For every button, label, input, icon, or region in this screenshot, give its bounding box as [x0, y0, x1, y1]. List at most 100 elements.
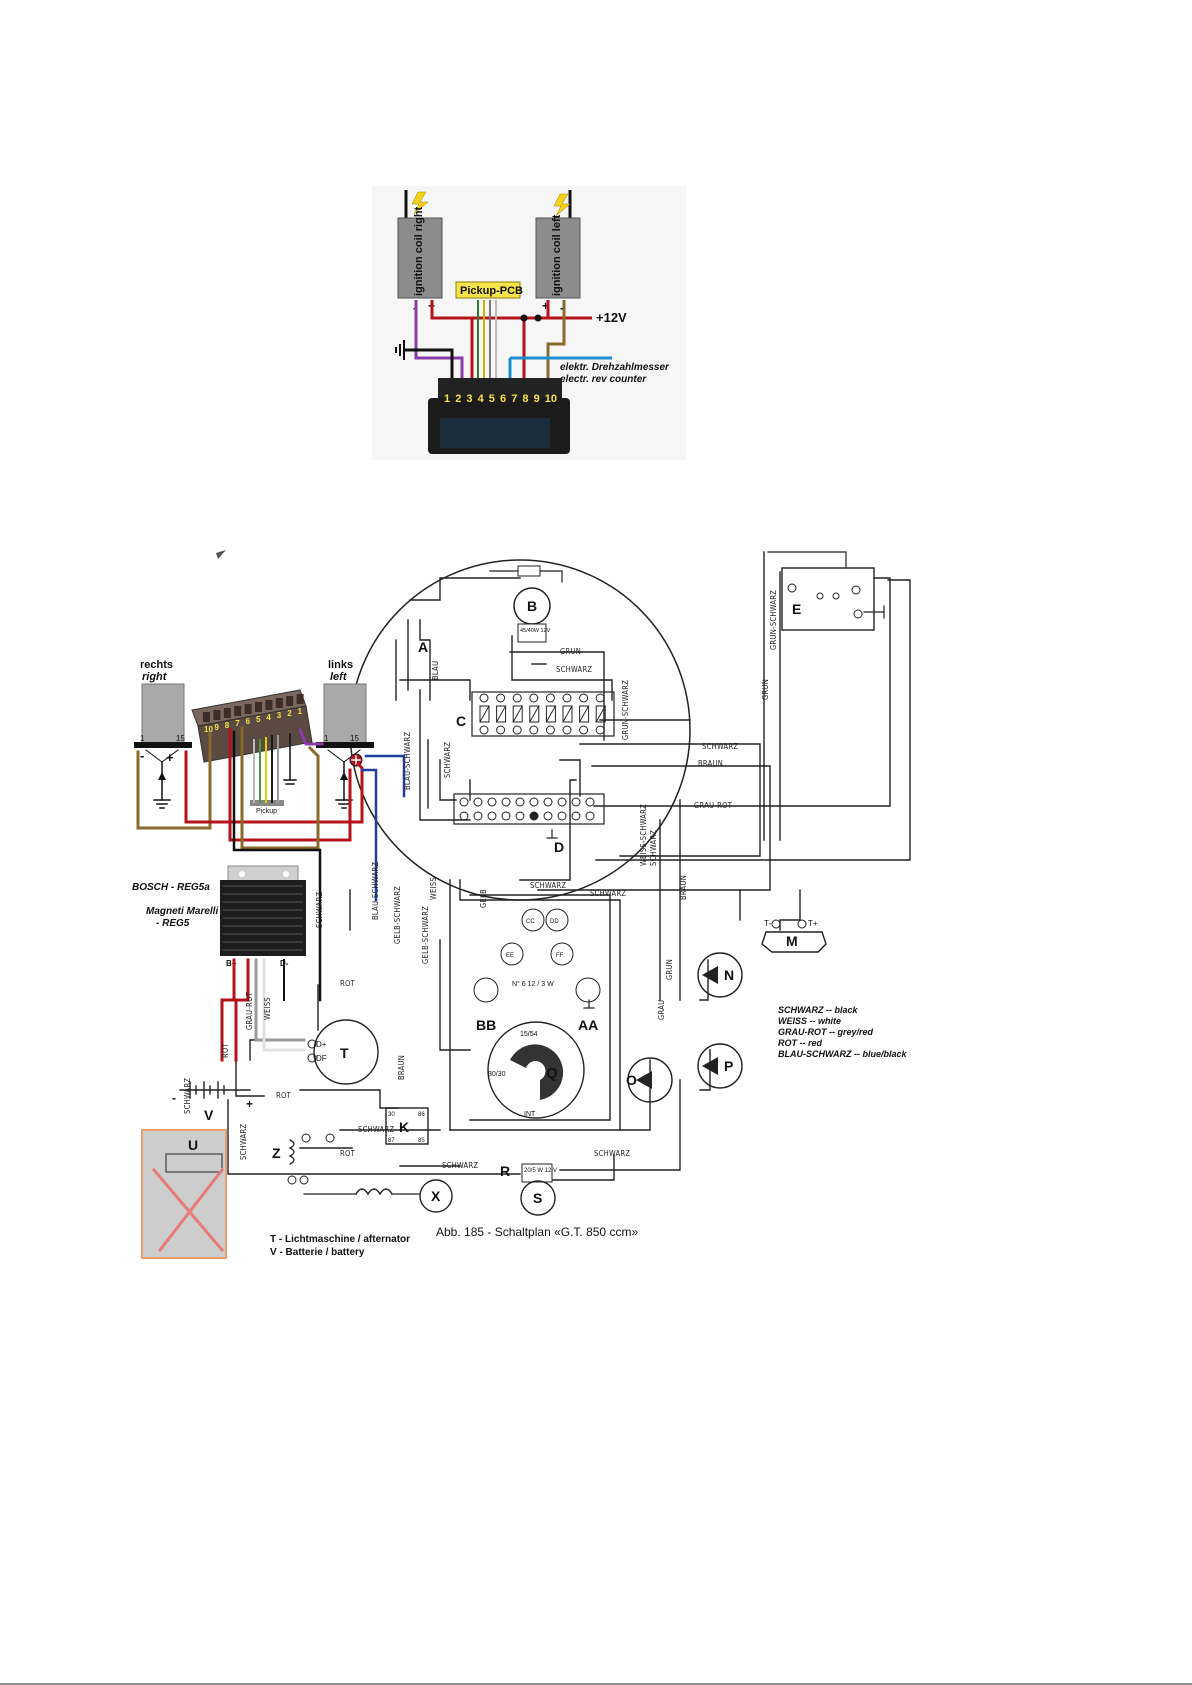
letter-D: D: [554, 839, 564, 855]
wire-label: GELB-SCHWARZ: [421, 906, 430, 964]
svg-text:86: 86: [418, 1112, 425, 1118]
letter-E: E: [792, 601, 801, 617]
color-legend: SCHWARZ -- black WEISS -- white GRAU-ROT…: [778, 1005, 907, 1059]
svg-text:15/54: 15/54: [520, 1031, 538, 1038]
spark-icon: [411, 191, 429, 215]
pickup-label: Pickup: [256, 808, 277, 815]
svg-text:ROT -- red: ROT -- red: [778, 1038, 823, 1048]
strip-terminal-number: 7: [235, 719, 240, 728]
schematic-wires: [227, 551, 911, 1181]
letter-AA: AA: [578, 1017, 598, 1033]
wire-blue: [364, 754, 406, 798]
letter-Q: Q: [546, 1065, 558, 1082]
wire-label: SCHWARZ: [556, 665, 592, 674]
wire-label: GRUN-SCHWARZ: [769, 590, 778, 650]
svg-text:30/30: 30/30: [488, 1071, 506, 1078]
svg-text:15: 15: [176, 734, 185, 743]
wire-label: BLAU: [431, 661, 440, 680]
svg-text:87: 87: [388, 1138, 395, 1144]
svg-text:D+: D+: [316, 1040, 327, 1049]
svg-text:SCHWARZ -- black: SCHWARZ -- black: [778, 1005, 859, 1015]
component-X: [419, 1179, 453, 1213]
strip-terminal-number: 9: [214, 723, 219, 732]
wire-label: ROT: [340, 1149, 356, 1158]
svg-text:WEISS -- white: WEISS -- white: [778, 1016, 841, 1026]
wire-label: GRUN: [665, 959, 674, 980]
coil-left-label: ignition coil left: [551, 214, 563, 296]
letter-B: B: [527, 598, 537, 614]
letter-C: C: [456, 713, 466, 729]
svg-text:DF: DF: [316, 1054, 327, 1063]
svg-text:45/40W 12V: 45/40W 12V: [520, 628, 551, 634]
svg-text:+: +: [166, 750, 174, 765]
wire-label: SCHWARZ: [443, 742, 452, 778]
svg-text:T-: T-: [764, 919, 771, 928]
wire-label: SCHWARZ: [649, 830, 658, 866]
rev-counter-label-en: electr. rev counter: [560, 374, 647, 385]
letter-T: T: [340, 1045, 349, 1061]
wire-label: BLAU-SCHWARZ: [403, 732, 412, 790]
terminal-number: 7: [511, 393, 517, 405]
wire-labels: SCHWARZ SCHWARZ BRAUN GRAU-ROT GRUN SCHWARZ SC…: [183, 590, 778, 1170]
wire-label: BLAU-SCHWARZ: [371, 862, 380, 920]
terminal-block-D: [453, 793, 605, 825]
rechts-label: rechts: [140, 659, 173, 671]
wire-label: SCHWARZ: [530, 881, 566, 890]
component-O: [627, 1057, 673, 1103]
letter-K: K: [399, 1119, 409, 1135]
relay-K: [385, 1107, 429, 1145]
main-schematic: rechts right 1 15 - + links left 1 15 10…: [132, 550, 911, 1259]
wire-label: ROT: [221, 1042, 230, 1058]
horn-P: [697, 1043, 743, 1089]
fuse-box-C: C: [456, 691, 615, 737]
terminal-block: [438, 378, 562, 400]
plus12v-label: +12V: [596, 310, 627, 325]
switch-E: [781, 567, 875, 631]
svg-text:-: -: [140, 748, 144, 763]
letter-R: R: [500, 1163, 510, 1179]
strip-terminal-number: 4: [266, 713, 271, 722]
wire-red: [184, 750, 364, 824]
left-label: left: [330, 671, 348, 683]
spark-icon: [553, 193, 571, 217]
links-label: links: [328, 659, 353, 671]
svg-text:B+: B+: [226, 959, 237, 968]
strip-terminal-number: 2: [287, 709, 292, 718]
pickup-pcb-label: Pickup-PCB: [460, 285, 523, 297]
svg-text:FF: FF: [556, 953, 564, 959]
ignition-coil-left: [535, 217, 581, 299]
letter-M: M: [786, 933, 798, 949]
terminal-number: 2: [455, 393, 461, 405]
svg-text:DD: DD: [550, 919, 559, 925]
wire-label: GRUN: [761, 679, 770, 700]
letter-Z: Z: [272, 1145, 281, 1161]
wire-purple: [414, 300, 464, 382]
svg-text:1: 1: [324, 734, 329, 743]
svg-text:- REG5: - REG5: [156, 918, 190, 929]
marelli-label: Magneti Marelli: [146, 906, 218, 917]
strip-terminal-number: 6: [246, 717, 251, 726]
top-ignition-diagram: ignition coil right ignition coil left -…: [372, 186, 686, 460]
wire-label: GRAU-ROT: [694, 801, 733, 810]
wire-label: SCHWARZ: [442, 1161, 478, 1170]
pickup-pcb: [455, 281, 521, 299]
svg-text:+: +: [246, 1097, 253, 1111]
wire-label: WEISS-SCHWARZ: [639, 804, 648, 866]
wire-label: ROT: [276, 1091, 292, 1100]
strip-terminal-number: 3: [277, 711, 282, 720]
svg-text:N° 6 12 / 3 W: N° 6 12 / 3 W: [512, 980, 554, 988]
figure-caption: Abb. 185 - Schaltplan «G.T. 850 ccm»: [436, 1225, 638, 1239]
wire-label: WEISS: [429, 877, 438, 900]
terminal-number: 1: [444, 393, 450, 405]
wire-brown: [546, 300, 566, 382]
bosch-label: BOSCH - REG5a: [132, 882, 210, 893]
wire-label: BRAUN: [679, 875, 688, 900]
letter-A: A: [418, 639, 428, 655]
coil-right-label: ignition coil right: [413, 206, 425, 296]
coil-left-plus: +: [542, 299, 549, 313]
right-label: right: [142, 671, 168, 683]
wire-label: SCHWARZ: [702, 742, 738, 751]
terminal-number: 3: [466, 393, 472, 405]
